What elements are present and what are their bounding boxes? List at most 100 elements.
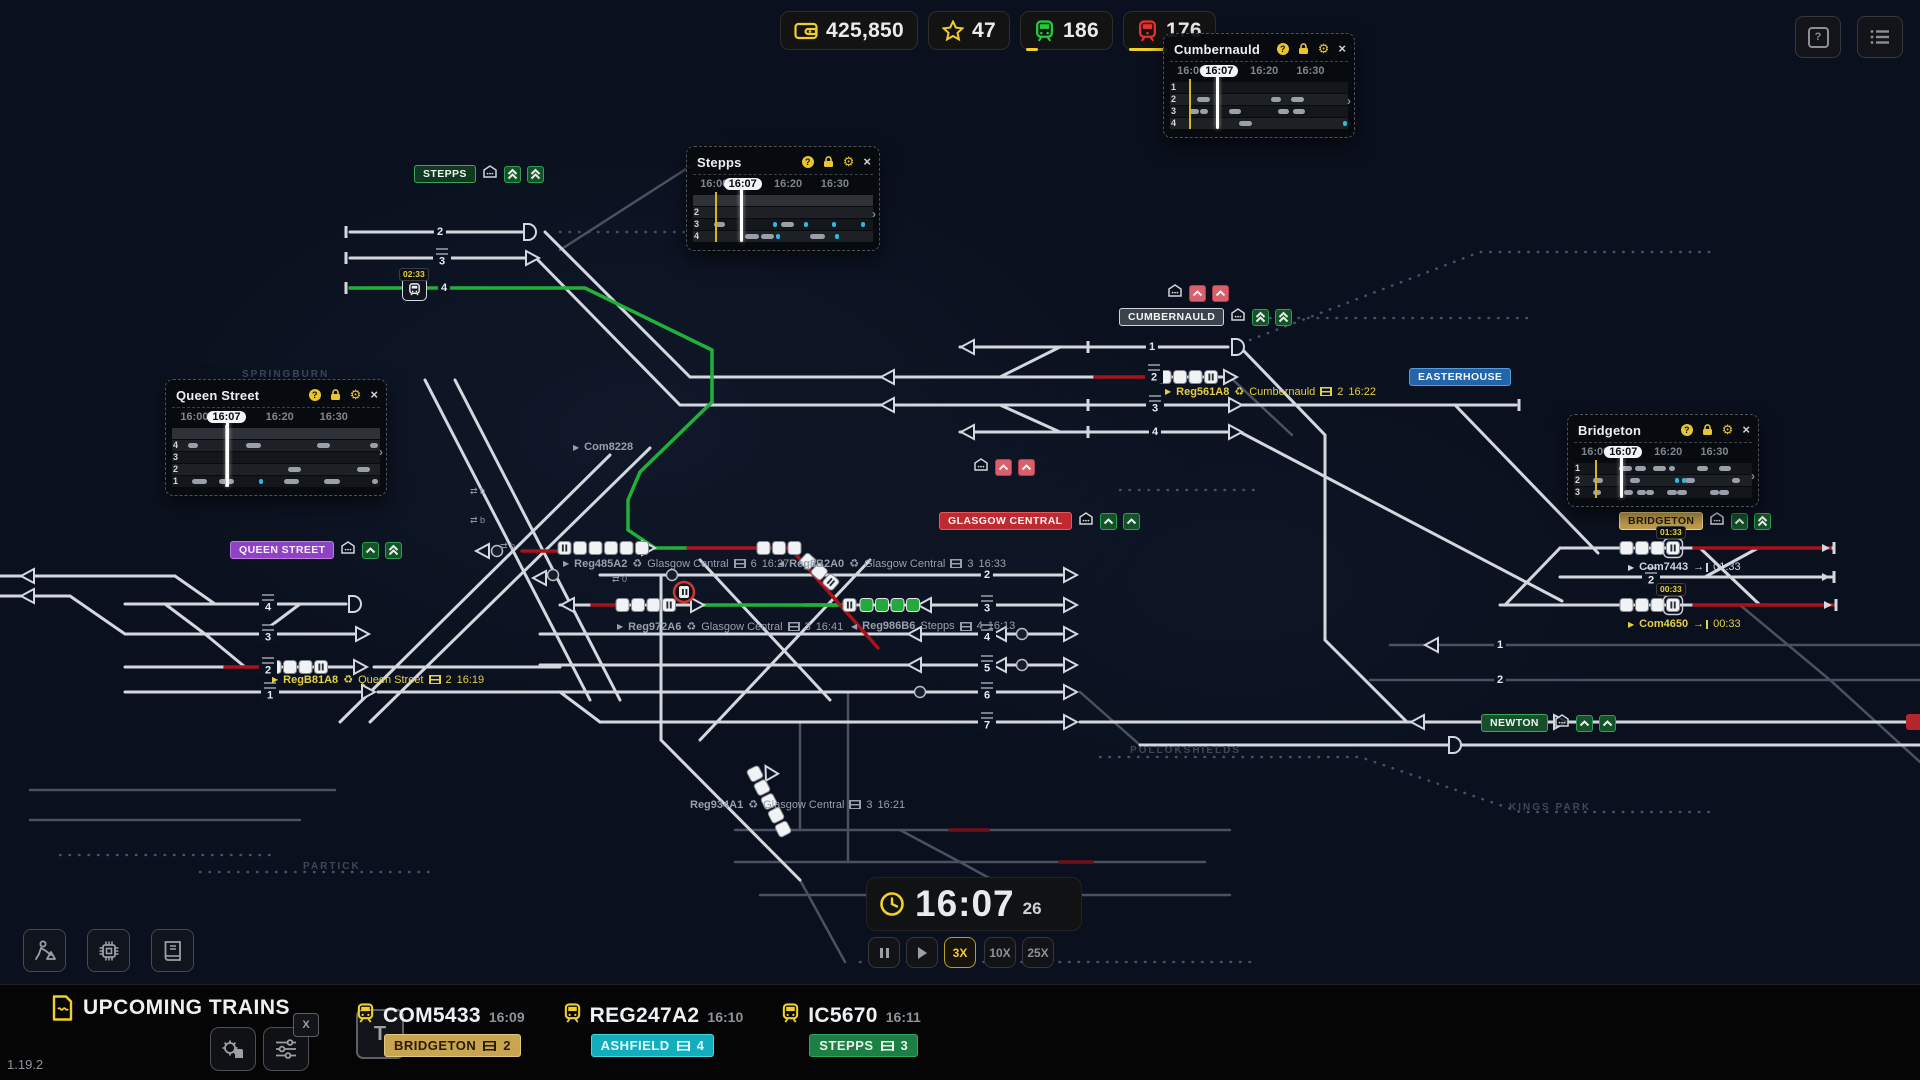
- lock-icon[interactable]: [1702, 424, 1713, 436]
- close-hotkey[interactable]: X: [293, 1013, 319, 1037]
- route-priority-button[interactable]: [1212, 284, 1229, 302]
- play-button[interactable]: [906, 937, 938, 968]
- help-icon[interactable]: ?: [308, 389, 321, 401]
- help-icon[interactable]: ?: [801, 156, 814, 168]
- gear-icon[interactable]: ⚙: [842, 154, 855, 169]
- route-priority-button[interactable]: [1275, 308, 1293, 326]
- selected-signal[interactable]: [672, 580, 696, 604]
- speed-10x-button[interactable]: 10X: [984, 937, 1016, 968]
- gear-icon[interactable]: ⚙: [1721, 422, 1734, 437]
- timetable-row: [172, 428, 380, 439]
- train-reg8b2a0-a[interactable]: [756, 541, 802, 555]
- inactive-station-label: KINGS PARK: [1509, 802, 1592, 813]
- route-priority-button[interactable]: [1575, 714, 1593, 732]
- route-priority-button[interactable]: [362, 541, 380, 559]
- route-priority-button[interactable]: [1122, 512, 1140, 530]
- expand-chevron-icon[interactable]: ›: [379, 445, 383, 460]
- station-name[interactable]: Stepps: [414, 165, 476, 183]
- train-label-com7443[interactable]: ▶Com7443→01:33: [1628, 561, 1741, 573]
- train-reg485a2[interactable]: [557, 541, 649, 555]
- money-badge[interactable]: 425,850: [780, 11, 919, 50]
- lock-icon[interactable]: [330, 389, 341, 401]
- route-priority-button[interactable]: [1189, 284, 1206, 302]
- gear-icon[interactable]: ⚙: [1317, 41, 1330, 56]
- departure-countdown-badge: 00:33: [1656, 583, 1686, 596]
- speed-3x-button[interactable]: 3X: [944, 937, 976, 968]
- map-train-box-icon[interactable]: [402, 277, 427, 301]
- wallet-icon: [794, 22, 818, 39]
- route-priority-button[interactable]: [385, 541, 403, 559]
- train-reg934a1[interactable]: [746, 765, 792, 838]
- station-name[interactable]: Cumbernauld: [1119, 308, 1225, 326]
- station-name[interactable]: Queen Street: [230, 541, 335, 559]
- route-priority-button[interactable]: [1598, 714, 1616, 732]
- route-priority-button[interactable]: [1099, 512, 1117, 530]
- terminus-icon: →: [1693, 618, 1705, 630]
- route-priority-button[interactable]: [1731, 512, 1749, 530]
- close-icon[interactable]: ×: [370, 387, 378, 402]
- train-com7443[interactable]: [1619, 537, 1684, 559]
- train-reg986b6-lead[interactable]: [842, 598, 857, 612]
- gear-icon[interactable]: ⚙: [349, 387, 362, 402]
- help-icon[interactable]: ?: [1680, 424, 1693, 436]
- route-priority-button[interactable]: [503, 165, 521, 183]
- lock-icon[interactable]: [823, 156, 834, 168]
- station-name[interactable]: Newton: [1481, 714, 1548, 732]
- station-name[interactable]: Glasgow Central: [939, 512, 1072, 530]
- expand-chevron-icon[interactable]: ›: [1751, 469, 1755, 484]
- manual-button[interactable]: [151, 929, 194, 972]
- station-label-cutoff[interactable]: [1906, 714, 1920, 730]
- route-priority-button[interactable]: [995, 458, 1012, 476]
- route-priority-button[interactable]: [1018, 458, 1035, 476]
- close-icon[interactable]: ×: [1742, 422, 1750, 437]
- timetable-row: 3: [1574, 487, 1752, 498]
- train-reg972a6[interactable]: [615, 598, 676, 612]
- help-button[interactable]: ?: [1795, 16, 1841, 58]
- trains-layer[interactable]: [267, 370, 1684, 838]
- train-reg8b2a0-b[interactable]: [799, 552, 840, 591]
- train-com4650[interactable]: [1619, 594, 1684, 616]
- schedule-list-button[interactable]: [1857, 16, 1903, 58]
- timetable-row: 3: [1170, 106, 1348, 117]
- route-priority-button[interactable]: [1754, 512, 1772, 530]
- train-reg986b6[interactable]: [859, 598, 920, 612]
- expand-chevron-icon[interactable]: ›: [1347, 93, 1351, 108]
- train-label-com4650[interactable]: ▶Com4650→00:33: [1628, 618, 1741, 630]
- trains-running-badge[interactable]: 186: [1019, 11, 1113, 51]
- train-settings-button[interactable]: [210, 1027, 256, 1071]
- construction-mode-button[interactable]: [23, 929, 66, 972]
- pause-button[interactable]: [868, 937, 900, 968]
- speed-25x-button[interactable]: 25X: [1022, 937, 1054, 968]
- station-name[interactable]: Easterhouse: [1409, 368, 1512, 386]
- stars-badge[interactable]: 47: [928, 11, 1010, 50]
- help-icon[interactable]: ?: [1276, 43, 1289, 55]
- close-icon[interactable]: ×: [1338, 41, 1346, 56]
- automation-button[interactable]: [87, 929, 130, 972]
- route-priority-button[interactable]: [526, 165, 544, 183]
- expand-chevron-icon[interactable]: ›: [872, 206, 876, 221]
- lock-icon[interactable]: [1298, 43, 1309, 55]
- train-label-com8228[interactable]: ▶Com8228: [573, 441, 634, 453]
- timetable-row: 4: [693, 231, 873, 242]
- timetable-row: 3: [693, 219, 873, 230]
- close-icon[interactable]: ×: [863, 154, 871, 169]
- route-priority-button[interactable]: [1252, 308, 1270, 326]
- signals[interactable]: [18, 223, 1838, 783]
